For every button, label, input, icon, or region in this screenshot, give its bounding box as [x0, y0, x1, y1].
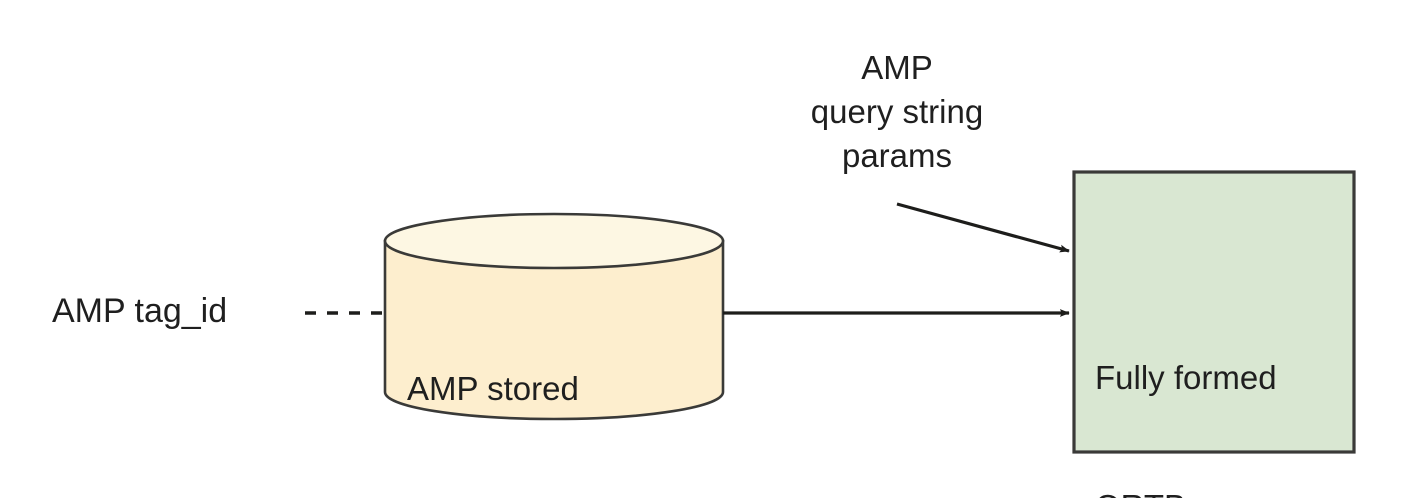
cylinder-node-label: AMP stored request template: [407, 281, 707, 498]
cylinder-top-ellipse: [383, 212, 725, 270]
amp-query-string-params-label: AMP query string params: [757, 46, 1037, 178]
query-params-line-2: query string: [810, 93, 984, 130]
amp-tag-id-label: AMP tag_id: [52, 292, 228, 330]
query-params-line-1: AMP: [861, 49, 933, 86]
ortb-box-label-line-2: ORTB: [1095, 485, 1345, 498]
ortb-box-label-line-1: Fully formed: [1095, 359, 1277, 396]
query-params-line-3: params: [841, 137, 953, 174]
cylinder-label-line-1: AMP stored: [407, 370, 579, 407]
ortb-box-shape: [1072, 170, 1356, 454]
connector-params-to-box: [896, 202, 1070, 253]
cylinder-body: [383, 239, 725, 421]
ortb-box-label: Fully formed ORTB: [1095, 270, 1345, 498]
